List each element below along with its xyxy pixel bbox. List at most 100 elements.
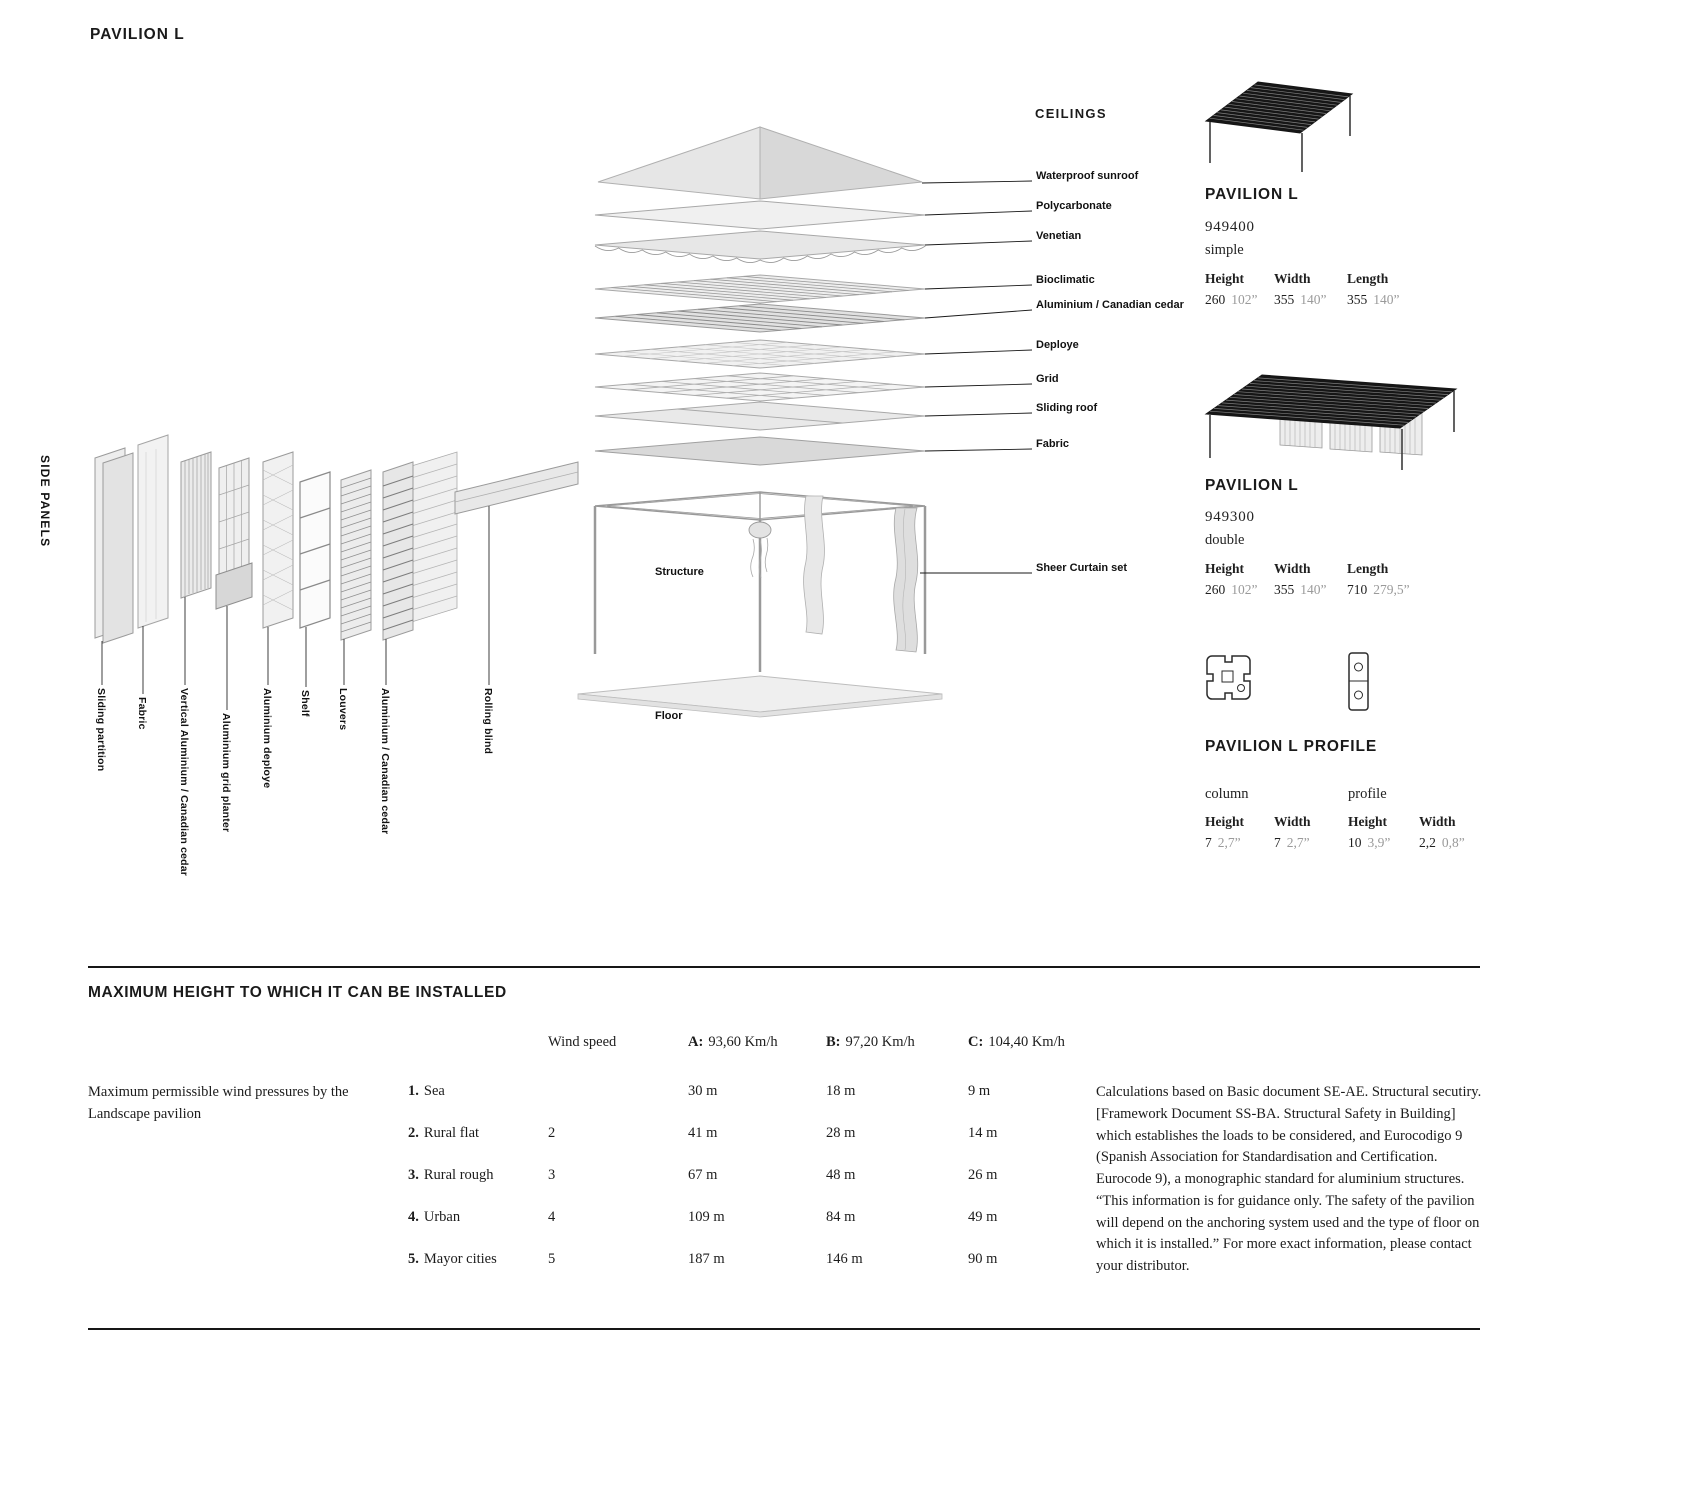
shelf-panel <box>299 471 331 629</box>
sheer-curtain-set <box>748 495 919 653</box>
page-title: PAVILION L <box>90 26 185 43</box>
floor-label: Floor <box>655 710 683 722</box>
waterproof-sunroof-layer <box>597 126 923 200</box>
ceiling-label-sliding-roof: Sliding roof <box>1036 402 1098 414</box>
pavilion-double-thumbnail <box>1204 374 1458 470</box>
side-panel-label-fabric: Fabric <box>136 697 148 730</box>
profile-section-icons <box>1206 652 1369 711</box>
side-panel-label-grid-planter: Aluminium grid planter <box>220 713 232 833</box>
ceilings-exploded-diagram <box>577 126 1033 718</box>
terrain-name: Rural flat <box>423 1125 480 1141</box>
cell-a: 41 m <box>688 1125 718 1141</box>
row-number: 4. <box>408 1209 419 1225</box>
ceiling-label-deploye: Deploye <box>1036 339 1079 351</box>
side-panel-label-shelf: Shelf <box>299 690 311 717</box>
side-panel-label-deploye: Aluminium deploye <box>261 688 273 789</box>
dim-label: Width <box>1274 814 1311 829</box>
col-speed: 104,40 Km/h <box>988 1034 1065 1050</box>
sliding-roof-layer <box>594 401 926 431</box>
row-number: 5. <box>408 1251 419 1267</box>
structure-label: Structure <box>655 566 704 578</box>
product-code: 949300 <box>1205 509 1255 525</box>
side-panel-label-cedar: Aluminium / Canadian cedar <box>379 688 391 835</box>
dim-label: Length <box>1347 561 1389 576</box>
deploye-panel <box>262 451 294 629</box>
cell-b: 84 m <box>826 1209 856 1225</box>
ceiling-label-polycarbonate: Polycarbonate <box>1036 200 1112 212</box>
dim-label: Height <box>1205 561 1244 576</box>
product-name: PAVILION L <box>1205 186 1299 203</box>
grid-layer <box>594 372 926 402</box>
cell-c: 9 m <box>968 1083 991 1099</box>
pavilion-simple-thumbnail <box>1204 81 1354 172</box>
cell-c: 14 m <box>968 1125 998 1141</box>
ceiling-label-fabric: Fabric <box>1036 438 1070 450</box>
cell-a: 109 m <box>688 1209 725 1225</box>
dim-label: Height <box>1348 814 1387 829</box>
ceiling-label-bioclimatic: Bioclimatic <box>1036 274 1095 286</box>
side-panels-section-label: SIDE PANELS <box>38 455 52 548</box>
side-panel-label-louvers: Louvers <box>337 688 349 731</box>
terrain-name: Sea <box>423 1083 445 1099</box>
terrain-name: Urban <box>423 1209 461 1225</box>
row-number: 2. <box>408 1125 419 1141</box>
product-code: 949400 <box>1205 219 1255 235</box>
terrain-name: Rural rough <box>423 1167 494 1183</box>
installation-title: MAXIMUM HEIGHT TO WHICH IT CAN BE INSTAL… <box>88 984 507 1001</box>
ceiling-label-waterproof-sunroof: Waterproof sunroof <box>1036 170 1139 182</box>
aluminium-cedar-layer <box>594 303 926 333</box>
table-row-terrain: 2.Rural flat <box>408 1125 479 1142</box>
table-row-terrain: 4.Urban <box>408 1209 460 1226</box>
fabric-layer <box>594 436 926 466</box>
cell-b: 28 m <box>826 1125 856 1141</box>
cell-wind: 4 <box>548 1209 556 1225</box>
cedar-slat-panel <box>382 451 458 641</box>
side-panels-diagram <box>94 434 579 710</box>
side-panel-label-sliding-partition: Sliding partition <box>95 688 107 772</box>
side-panel-label-rolling-blind: Rolling blind <box>482 688 494 755</box>
sliding-partition-panel <box>94 447 134 644</box>
grid-planter-panel <box>215 457 253 610</box>
col-header-a: A:93,60 Km/h <box>688 1034 778 1051</box>
profile-group-name-column: column <box>1205 786 1249 802</box>
cell-c: 90 m <box>968 1251 998 1267</box>
ceiling-leader-lines <box>920 180 1033 574</box>
cell-a: 67 m <box>688 1167 718 1183</box>
louvers-panel <box>340 469 372 641</box>
ceiling-label-aluminium-cedar: Aluminium / Canadian cedar <box>1036 299 1184 311</box>
cell-a: 30 m <box>688 1083 718 1099</box>
dim-label: Width <box>1274 271 1311 286</box>
side-panel-leader-lines <box>101 506 490 710</box>
profile-group-name-profile: profile <box>1348 786 1387 802</box>
col-speed: 97,20 Km/h <box>845 1034 915 1050</box>
ceiling-label-venetian: Venetian <box>1036 230 1082 242</box>
ceilings-section-label: CEILINGS <box>1035 106 1107 121</box>
top-divider <box>88 966 1480 968</box>
ceiling-label-grid: Grid <box>1036 373 1059 385</box>
profile-title: PAVILION L PROFILE <box>1205 738 1378 755</box>
table-row-terrain: 5.Mayor cities <box>408 1251 497 1268</box>
col-header-b: B:97,20 Km/h <box>826 1034 915 1051</box>
cell-c: 49 m <box>968 1209 998 1225</box>
cell-b: 18 m <box>826 1083 856 1099</box>
column-profile-icon <box>1206 655 1251 700</box>
cell-wind: 5 <box>548 1251 556 1267</box>
vertical-cedar-panel <box>180 451 212 599</box>
table-row-terrain: 3.Rural rough <box>408 1167 494 1184</box>
